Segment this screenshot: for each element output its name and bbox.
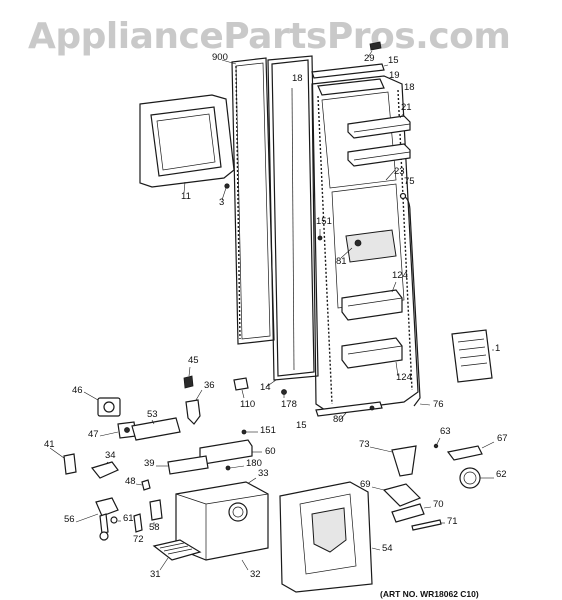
callout-label: 110 [240, 399, 255, 410]
part-45-clip [183, 366, 194, 389]
part-54-dispenser-cover [279, 481, 381, 593]
part-53-plate [131, 417, 181, 441]
part-56-valve [75, 497, 119, 541]
callout-label: 1 [495, 343, 500, 354]
callout-label: 60 [265, 446, 276, 457]
callout-label: 151 [260, 425, 276, 436]
part-124-bin-lower [341, 337, 403, 377]
callout-label: 180 [246, 458, 262, 469]
part-69-actuator [371, 483, 422, 507]
part-36-actuator [185, 389, 203, 425]
door-liner [311, 75, 419, 413]
part-110-knob [233, 377, 249, 399]
callout-label: 58 [149, 522, 160, 533]
callout-label: 63 [440, 426, 451, 437]
part-1-label-card [451, 329, 494, 383]
part-47-bracket [99, 421, 137, 439]
part-34-wire [90, 461, 119, 479]
callout-label: 33 [258, 468, 269, 479]
callout-label: 76 [433, 399, 444, 410]
callout-label: 39 [144, 458, 155, 469]
part-67-bracket [446, 441, 495, 461]
callout-label: 178 [281, 399, 297, 410]
callout-label: 73 [359, 439, 370, 450]
callout-label: 67 [497, 433, 508, 444]
callout-label: 151 [316, 216, 332, 227]
part-41-lever [49, 447, 77, 475]
part-900-door-panel [221, 57, 275, 345]
part-3-screw [221, 183, 230, 201]
part-31-drip-tray [152, 539, 202, 571]
part-63-screw [433, 437, 441, 449]
part-62-ring [459, 467, 494, 489]
part-48-spring [135, 479, 151, 491]
part-18-gasket [267, 55, 319, 381]
callout-label: 29 [364, 53, 375, 64]
callout-label: 34 [105, 450, 116, 461]
part-32-housing [175, 481, 269, 571]
part-21-shelf-upper [347, 112, 411, 167]
callout-label: 61 [123, 513, 134, 524]
part-58-bracket [149, 499, 163, 526]
part-29-clip [367, 41, 382, 58]
callout-label: 45 [188, 355, 199, 366]
art-number: (ART NO. WR18062 C10) [380, 589, 479, 599]
part-73-funnel [369, 445, 417, 477]
part-71-rod [411, 519, 445, 531]
part-151-screw-lower [241, 429, 258, 435]
callout-label: 32 [250, 569, 261, 580]
callout-label: 15 [296, 420, 307, 431]
callout-label: 75 [404, 176, 415, 187]
part-11-frame [139, 94, 235, 194]
callout-label: 900 [212, 52, 228, 63]
callout-label: 15 [388, 55, 399, 66]
callout-label: 54 [382, 543, 393, 554]
callout-label: 41 [44, 439, 55, 450]
part-75-tube [399, 192, 421, 407]
callout-label: 14 [260, 382, 271, 393]
callout-label: 11 [181, 191, 191, 202]
callout-label: 70 [433, 499, 444, 510]
callout-label: 124 [396, 372, 412, 383]
callout-label: 62 [496, 469, 507, 480]
callout-label: 124 [392, 270, 408, 281]
part-180-pin [225, 465, 245, 471]
part-46-switch [83, 391, 121, 417]
callout-label: 69 [360, 479, 371, 490]
callout-label: 21 [401, 102, 412, 113]
callout-label: 3 [219, 197, 224, 208]
part-72-clip [133, 513, 143, 533]
part-39-cover [156, 455, 209, 475]
callout-label: 72 [133, 534, 144, 545]
callout-label: 53 [147, 409, 158, 420]
part-61-nut [110, 516, 121, 524]
callout-label: 71 [447, 516, 458, 527]
callout-label: 56 [64, 514, 75, 525]
callout-label: 46 [72, 385, 83, 396]
callout-label: 19 [389, 70, 400, 81]
callout-label: 48 [125, 476, 136, 487]
callout-label: 80 [333, 414, 344, 425]
callout-label: 23 [394, 166, 405, 177]
part-80-bottom-rail [315, 401, 383, 421]
callout-label: 47 [88, 429, 99, 440]
callout-label: 31 [150, 569, 161, 580]
part-70-arm [391, 503, 432, 523]
callout-label: 81 [336, 256, 347, 267]
part-178-screw [281, 389, 287, 398]
callout-label: 18 [404, 82, 415, 93]
watermark-text: AppliancePartsPros.com [28, 16, 510, 57]
part-15-top-rail [311, 63, 389, 79]
callout-label: 18 [292, 73, 303, 84]
part-124-bin-upper [341, 281, 403, 321]
callout-label: 36 [204, 380, 215, 391]
part-151-screw [317, 229, 323, 241]
part-19-cap [317, 78, 385, 96]
